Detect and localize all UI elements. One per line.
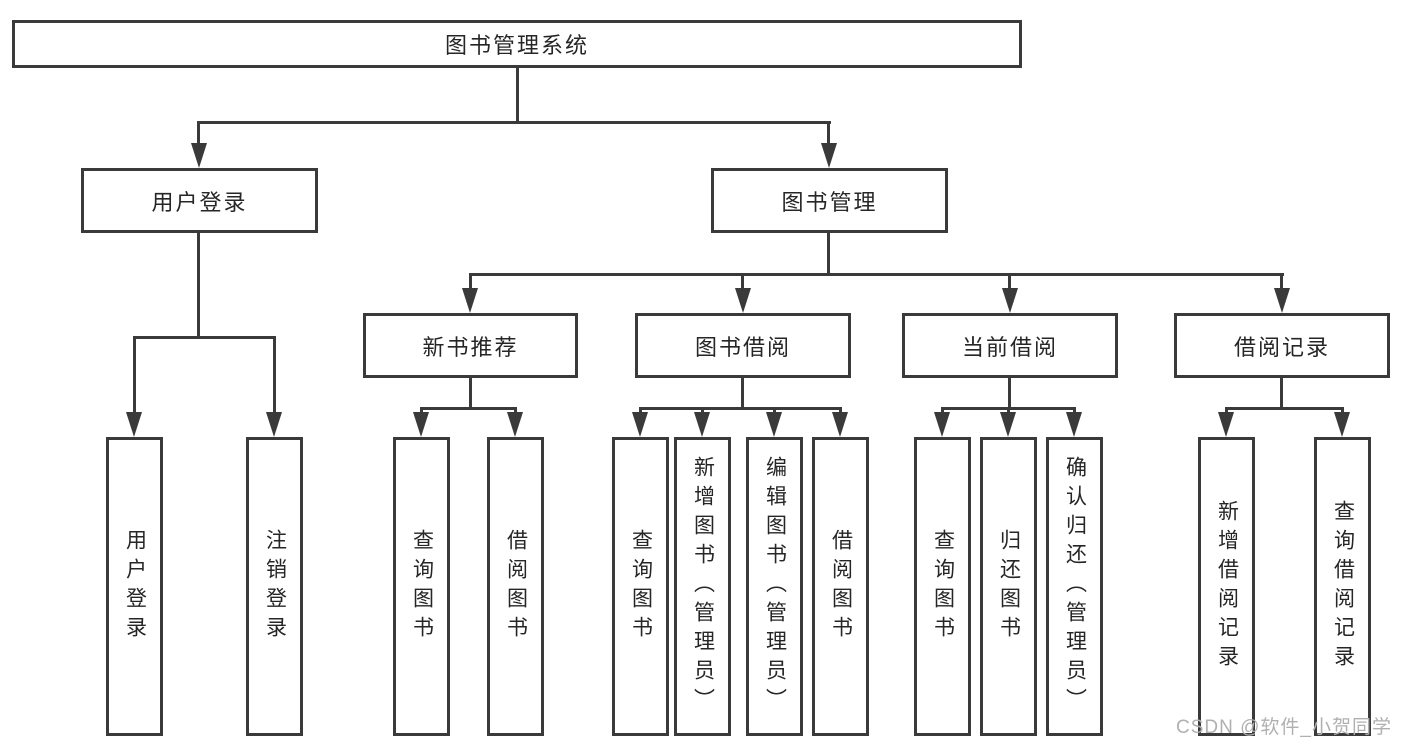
connector-line [741, 378, 744, 409]
node-label: 新增借阅记录 [1215, 499, 1239, 674]
connector-line [1225, 407, 1344, 410]
arrowhead-down [1218, 412, 1234, 437]
connector-line [1007, 407, 1010, 415]
leaf-current-return-books: 归还图书 [980, 437, 1037, 736]
node-label: 借阅图书 [829, 528, 853, 645]
leaf-records-add-borrow-record: 新增借阅记录 [1198, 437, 1255, 736]
arrowhead-down [766, 412, 782, 437]
leaf-borrow-query-books: 查询图书 [612, 437, 669, 736]
connector-line [1073, 407, 1076, 415]
node-user-login: 用户登录 [81, 168, 318, 233]
node-label: 借阅记录 [1233, 334, 1330, 360]
leaf-borrow-borrow-books: 借阅图书 [812, 437, 869, 736]
node-root: 图书管理系统 [12, 20, 1022, 68]
connector-line [839, 407, 842, 415]
connector-line [941, 407, 944, 415]
arrowhead-down [413, 412, 429, 437]
connector-line [198, 121, 831, 124]
leaf-borrow-add-book-admin: 新增图书（管理员） [674, 437, 731, 736]
node-label: 用户登录 [151, 189, 248, 215]
connector-line [469, 378, 472, 409]
leaf-recommend-query-books: 查询图书 [393, 437, 450, 736]
node-label: 注销登录 [263, 528, 287, 645]
connector-line [197, 233, 200, 336]
connector-line [827, 233, 830, 273]
connector-line [827, 121, 830, 146]
connector-line [516, 68, 519, 121]
arrowhead-down [1274, 288, 1290, 313]
arrowhead-down [694, 412, 710, 437]
connector-line [1008, 378, 1011, 409]
node-label: 查询图书 [931, 528, 955, 645]
node-current-borrow: 当前借阅 [902, 313, 1118, 378]
arrowhead-down [632, 412, 648, 437]
connector-line [420, 407, 517, 410]
node-label: 查询图书 [410, 528, 434, 645]
node-label: 确认归还（管理员） [1063, 456, 1087, 717]
leaf-current-confirm-return-admin: 确认归还（管理员） [1046, 437, 1103, 736]
node-label: 归还图书 [997, 528, 1021, 645]
connector-line [773, 407, 776, 415]
connector-line [639, 407, 642, 415]
arrowhead-down [462, 288, 478, 313]
connector-line [701, 407, 704, 415]
connector-line [639, 407, 842, 410]
node-new-book-recommend: 新书推荐 [363, 313, 578, 378]
leaf-records-query-borrow-record: 查询借阅记录 [1314, 437, 1371, 736]
leaf-recommend-borrow-books: 借阅图书 [487, 437, 544, 736]
node-label: 编辑图书（管理员） [763, 456, 787, 717]
node-book-management: 图书管理 [711, 168, 948, 233]
arrowhead-down [832, 412, 848, 437]
node-borrow-records: 借阅记录 [1174, 313, 1390, 378]
arrowhead-down [1066, 412, 1082, 437]
connector-line [514, 407, 517, 415]
leaf-user-login: 用户登录 [106, 437, 163, 736]
connector-line [197, 121, 200, 146]
node-label: 查询图书 [629, 528, 653, 645]
node-book-borrow: 图书借阅 [635, 313, 851, 378]
connector-line [1280, 378, 1283, 409]
arrowhead-down [735, 288, 751, 313]
node-label: 图书管理 [781, 189, 878, 215]
connector-line [469, 273, 472, 291]
connector-line [741, 273, 744, 291]
leaf-logout-login: 注销登录 [246, 437, 303, 736]
leaf-current-query-books: 查询图书 [914, 437, 971, 736]
arrowhead-down [1334, 412, 1350, 437]
connector-line [1008, 273, 1011, 291]
connector-line [1341, 407, 1344, 415]
arrowhead-down [507, 412, 523, 437]
connector-line [1280, 273, 1283, 291]
arrowhead-down [126, 412, 142, 437]
node-label: 新书推荐 [422, 334, 519, 360]
connector-line [469, 273, 1284, 276]
arrowhead-down [934, 412, 950, 437]
node-label: 借阅图书 [504, 528, 528, 645]
node-label: 当前借阅 [961, 334, 1058, 360]
arrowhead-down [191, 143, 207, 168]
arrowhead-down [266, 412, 282, 437]
connector-line [273, 336, 276, 415]
node-label: 用户登录 [123, 528, 147, 645]
node-label: 图书管理系统 [444, 33, 589, 58]
leaf-borrow-edit-book-admin: 编辑图书（管理员） [746, 437, 803, 736]
connector-line [133, 336, 136, 415]
arrowhead-down [821, 143, 837, 168]
node-label: 查询借阅记录 [1331, 499, 1355, 674]
node-label: 新增图书（管理员） [691, 456, 715, 717]
node-label: 图书借阅 [694, 334, 791, 360]
connector-line [420, 407, 423, 415]
arrowhead-down [1000, 412, 1016, 437]
connector-line [133, 336, 276, 339]
csdn-watermark: CSDN @软件_小贺同学 [1176, 717, 1392, 738]
arrowhead-down [1002, 288, 1018, 313]
connector-line [1225, 407, 1228, 415]
